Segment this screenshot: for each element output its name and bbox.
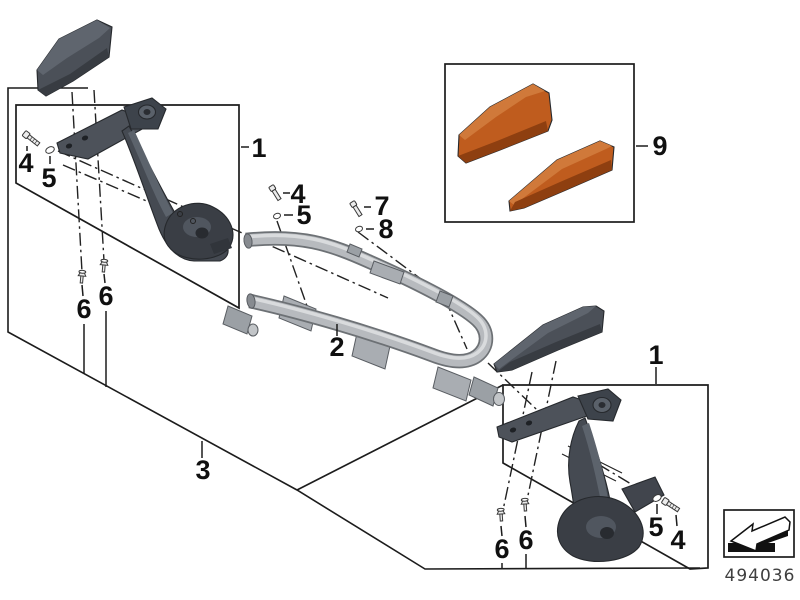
projection-line: [501, 371, 533, 516]
washer-5-left: [45, 146, 55, 154]
tube-end-cap: [243, 233, 253, 249]
bolt-4-right: [661, 497, 681, 513]
plane-edge-left: [7, 87, 701, 570]
frame-foot: [432, 366, 472, 402]
frame-clamp-right: [468, 376, 499, 407]
projection-line: [71, 91, 83, 273]
pad-top-face: [494, 306, 596, 369]
crossbar-frame: [222, 233, 505, 407]
callout-9[interactable]: 9: [652, 131, 667, 161]
clamp-bolt: [247, 323, 259, 337]
tube-end-cap: [246, 293, 256, 309]
bolt-4-mid: [268, 184, 282, 202]
callout-leaders: [26, 145, 678, 568]
bolt-7: [349, 200, 363, 218]
callout-4-right[interactable]: 4: [670, 525, 685, 555]
orange-pad-upper: [457, 83, 553, 164]
pivot-hole: [598, 402, 606, 408]
screw-6-left-b: [99, 258, 109, 273]
icon-frame: [723, 509, 795, 558]
left-armrest-pad: [36, 19, 113, 97]
callout-5-left[interactable]: 5: [41, 163, 56, 193]
part-number: 494036: [725, 566, 796, 586]
callout-5-right[interactable]: 5: [648, 512, 663, 542]
foot-wedge: [621, 476, 665, 513]
pad-shadow-face: [38, 48, 109, 96]
pad-top-face: [459, 84, 545, 140]
screw-6-right-a: [496, 507, 506, 522]
callout-6-left-a[interactable]: 6: [76, 294, 91, 324]
direction-arrow-icon: [729, 516, 791, 553]
foot-hole: [600, 527, 614, 539]
pad-shadow-face: [458, 121, 548, 163]
right-armrest-pad: [493, 305, 605, 373]
projection-line: [525, 360, 557, 506]
pivot-hole: [143, 109, 151, 115]
screw-6-left-a: [77, 269, 87, 284]
frame-tab: [346, 243, 363, 258]
frame-mount-plate: [369, 260, 405, 285]
left-bracket: [56, 97, 234, 262]
washer-5-right: [652, 494, 662, 502]
callout-2[interactable]: 2: [329, 332, 344, 362]
inset-frame: [444, 63, 635, 223]
pad-top-face: [509, 141, 612, 205]
callouts: 1 1 2 3 4 5 4 5 7 8 6 6 6 6 5 4 9: [18, 131, 685, 564]
leader-line: [81, 284, 84, 297]
callout-6-right-a[interactable]: 6: [494, 534, 509, 564]
foot-hole: [195, 227, 209, 239]
left-group-box: [15, 104, 240, 310]
callout-3[interactable]: 3: [195, 455, 210, 485]
callout-7[interactable]: 7: [374, 191, 389, 221]
bracket-arm-highlight: [128, 130, 173, 217]
left-box-outline: [15, 104, 240, 310]
mounting-plane-outline: [7, 87, 701, 570]
bracket-arm-highlight: [582, 423, 608, 502]
projection-line: [93, 89, 105, 262]
frame-clamp-left: [222, 305, 253, 335]
plane-edge-top: [296, 384, 504, 491]
bolt-hole: [81, 135, 89, 141]
callout-8[interactable]: 8: [378, 214, 393, 244]
pad-shadow-face: [497, 324, 602, 372]
pad-shadow-face: [510, 160, 612, 211]
callout-5-mid[interactable]: 5: [296, 200, 311, 230]
callout-6-right-b[interactable]: 6: [518, 525, 533, 555]
bolt-hole: [509, 427, 517, 433]
clamp-bolt: [493, 392, 505, 406]
leader-line: [500, 525, 503, 537]
projection-lines: [57, 89, 642, 516]
projection-line: [57, 150, 389, 299]
bolt-hole: [525, 420, 533, 426]
frame-hook-tab: [435, 290, 454, 308]
inset-box: [444, 63, 635, 223]
bolt-4-left: [22, 130, 41, 147]
callout-4-mid[interactable]: 4: [290, 179, 305, 209]
callout-1-right[interactable]: 1: [648, 340, 663, 370]
leader-line: [103, 273, 106, 284]
bolt-hole: [65, 143, 73, 149]
callout-1-left[interactable]: 1: [251, 133, 266, 163]
orange-pad-lower: [508, 140, 615, 212]
washer-5-mid: [273, 212, 281, 220]
washer-8: [355, 225, 363, 233]
fasteners: [22, 130, 681, 522]
leader-line: [675, 514, 678, 527]
right-bracket: [496, 388, 665, 562]
callout-4-left[interactable]: 4: [18, 148, 33, 178]
screw-6-right-b: [520, 497, 530, 512]
direction-icon-box: 494036: [723, 509, 796, 586]
leader-line: [524, 515, 527, 528]
callout-6-left-b[interactable]: 6: [98, 281, 113, 311]
foot-screw-mark: [190, 218, 196, 224]
foot-latch: [210, 238, 232, 254]
foot-screw-mark: [177, 211, 183, 217]
pad-top-face: [37, 20, 110, 75]
